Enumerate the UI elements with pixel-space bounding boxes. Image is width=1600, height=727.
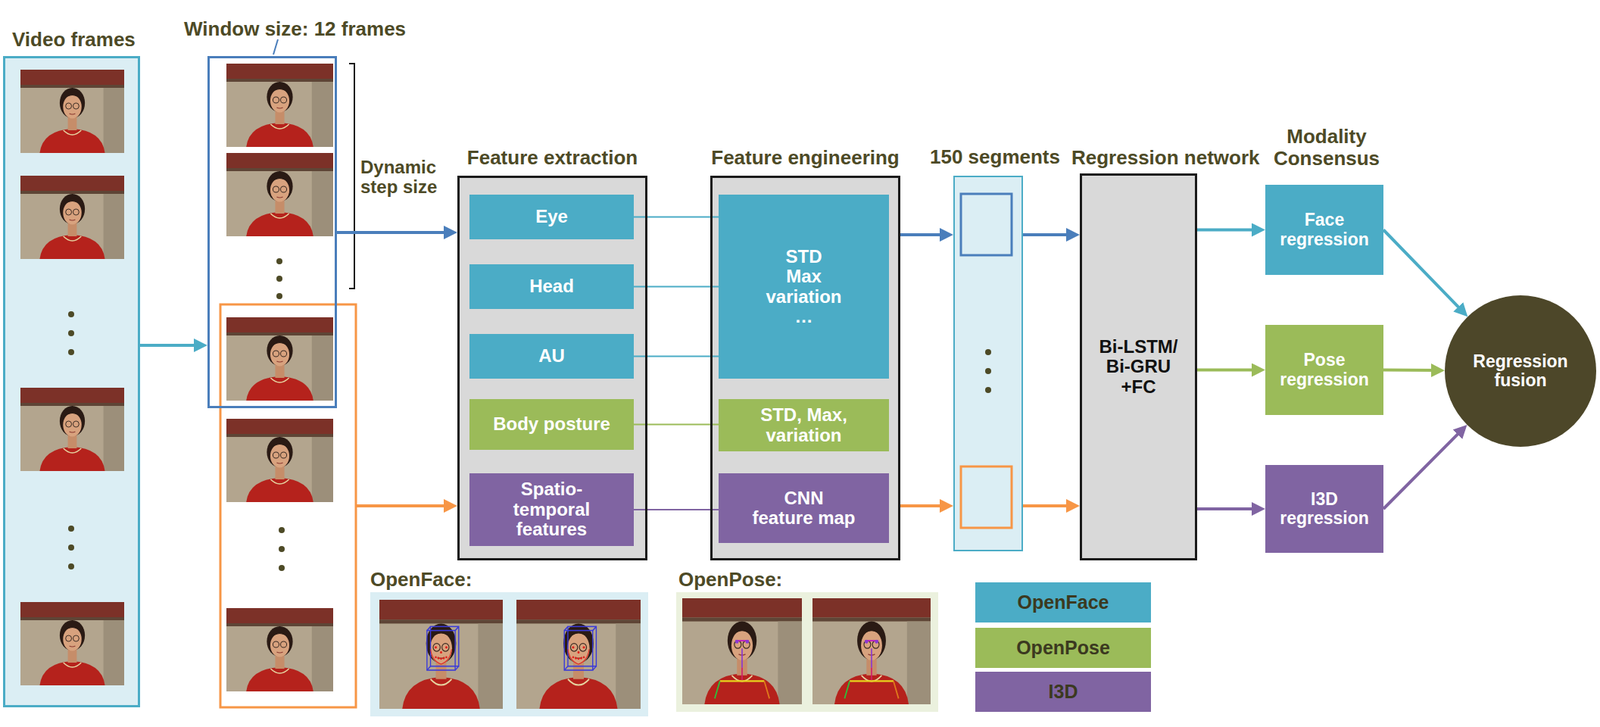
- example-panel: OpenFace:: [370, 592, 649, 717]
- window-panel: Window size: 12 frames: [207, 56, 337, 409]
- stage-box: Feature engineeringSTD Max variation …ST…: [710, 175, 901, 561]
- step-size-label: Dynamic step size: [360, 157, 456, 198]
- bracket: [349, 63, 355, 289]
- column-heading: Modality Consensus: [1266, 125, 1388, 169]
- flow-arrow: [1383, 427, 1464, 509]
- box-label: Spatio-temporal features: [510, 479, 594, 540]
- segment-square: [960, 193, 1012, 256]
- column-heading: Modality Consensus: [1266, 125, 1388, 169]
- box-label: AU: [538, 346, 565, 366]
- step-size-label: Dynamic step size: [360, 157, 456, 198]
- box-label: Regression fusion: [1459, 352, 1582, 391]
- example-panel: OpenPose:: [676, 592, 939, 712]
- flow-arrow: [1197, 228, 1261, 232]
- flow-arrow: [1197, 507, 1261, 511]
- circle-fill: [1444, 295, 1597, 447]
- box-heading: OpenPose:: [678, 568, 783, 591]
- openpose-example: [812, 598, 931, 705]
- video-frame: [20, 175, 125, 259]
- openface-example: [379, 599, 503, 709]
- regression-box: I3D regression: [1265, 464, 1384, 553]
- legend-swatch: OpenPose: [975, 627, 1151, 668]
- engineering-box: CNN feature map: [718, 473, 889, 543]
- video-frame: [20, 387, 125, 471]
- legend-text: I3D: [1048, 681, 1079, 703]
- regression-box: Face regression: [1265, 184, 1384, 275]
- box-heading: Video frames: [12, 28, 136, 51]
- frames-panel: Video frames: [3, 56, 141, 708]
- network-box: Regression networkBi-LSTM/ Bi-GRU +FC: [1079, 173, 1198, 561]
- panel-fill: [3, 56, 141, 708]
- legend-text: OpenPose: [1016, 637, 1111, 659]
- box-heading: 150 segments: [929, 146, 1061, 169]
- feature-box: Head: [469, 264, 634, 309]
- segments-panel: 150 segments: [953, 175, 1024, 552]
- box-fill: [457, 175, 648, 561]
- ellipsis-dots: [985, 349, 992, 393]
- panel-fill: [676, 592, 939, 712]
- feature-box: Body posture: [469, 399, 634, 450]
- window-arrow: [355, 504, 453, 508]
- flow-arrow: [1023, 233, 1076, 237]
- regression-box: Pose regression: [1265, 324, 1384, 415]
- flow-arrow: [900, 233, 949, 237]
- legend-swatch: OpenFace: [975, 582, 1151, 623]
- box-heading: Regression network: [1071, 146, 1261, 169]
- flow-arrow: [1383, 368, 1441, 373]
- box-label: I3D regression: [1271, 489, 1378, 529]
- video-frame: [20, 69, 125, 153]
- flow-arrow: [1383, 230, 1465, 314]
- feature-box: AU: [469, 333, 634, 379]
- legend-swatch: I3D: [975, 671, 1151, 712]
- engineering-box: STD, Max, variation: [718, 399, 889, 452]
- flow-arrow: [336, 230, 453, 234]
- video-frame: [20, 601, 125, 686]
- box-label: CNN feature map: [751, 488, 856, 529]
- box-label: Pose regression: [1271, 350, 1378, 390]
- flow-arrow: [1197, 368, 1261, 372]
- window-frame: [226, 63, 334, 147]
- box-heading: OpenFace:: [370, 568, 472, 591]
- segment-square: [960, 466, 1012, 528]
- ellipsis-dots: [68, 311, 75, 570]
- box-fill: [710, 175, 901, 561]
- box-label: Eye: [535, 206, 568, 227]
- box-heading: Feature extraction: [467, 146, 638, 169]
- flow-arrow: [1023, 504, 1076, 508]
- openface-example: [516, 599, 641, 709]
- flow-arrow: [140, 343, 203, 347]
- box-label: Head: [529, 276, 574, 297]
- leader-line: [273, 39, 278, 55]
- flow-arrow: [900, 504, 949, 508]
- box-heading: Window size: 12 frames: [184, 18, 406, 41]
- box-heading: Feature engineering: [711, 146, 900, 169]
- box-label: STD Max variation …: [728, 246, 880, 328]
- window-frame: [226, 152, 334, 237]
- panel-fill: [370, 592, 649, 717]
- box-label: STD, Max, variation: [751, 405, 858, 446]
- stage-box: Feature extractionEyeHeadAUBody postureS…: [457, 175, 648, 561]
- openpose-example: [682, 598, 802, 705]
- feature-box: Spatio-temporal features: [469, 473, 634, 546]
- box-label: Face regression: [1271, 210, 1378, 250]
- box-label: Bi-LSTM/ Bi-GRU +FC: [1093, 336, 1185, 397]
- window-frame: [226, 608, 334, 692]
- fusion-circle: Regression fusion: [1444, 295, 1597, 447]
- engineering-box: STD Max variation …: [718, 194, 889, 379]
- legend-text: OpenFace: [1017, 592, 1110, 614]
- window-frame: [226, 317, 334, 401]
- panel-fill: [953, 175, 1024, 552]
- window-frame: [226, 418, 334, 503]
- feature-box: Eye: [469, 194, 634, 240]
- box-label: Body posture: [492, 414, 611, 434]
